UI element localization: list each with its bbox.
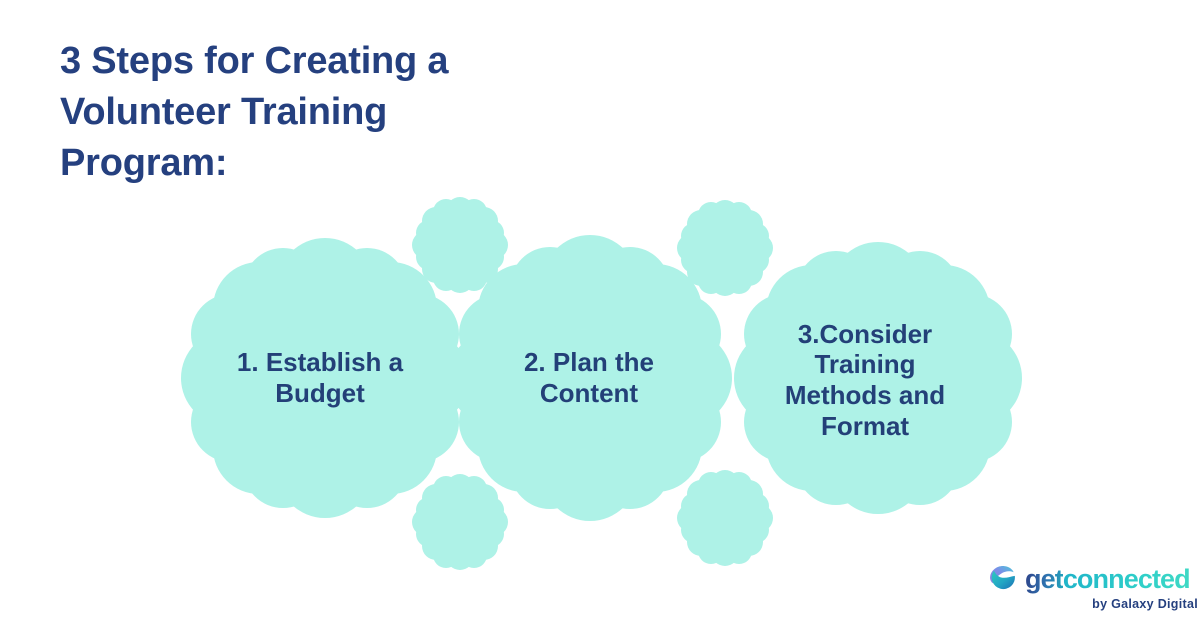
page-title: 3 Steps for Creating a Volunteer Trainin… xyxy=(60,40,449,184)
logo-word-connected: connected xyxy=(1062,564,1191,594)
logo-word-get: get xyxy=(1025,564,1064,594)
large-blob-step-1 xyxy=(181,238,469,518)
small-blob-bottom-right xyxy=(677,470,773,566)
getconnected-leaf-icon xyxy=(988,564,1018,594)
large-blob-step-2 xyxy=(448,235,732,521)
step-label-2: 2. Plan the Content xyxy=(523,347,655,408)
step-label-3: 3.Consider Training Methods and Format xyxy=(784,318,946,441)
logo-tagline: by Galaxy Digital xyxy=(1092,597,1198,611)
small-blob-bottom-left xyxy=(412,474,508,570)
step-label-1: 1. Establish a Budget xyxy=(236,347,404,408)
large-blob-step-3 xyxy=(734,242,1022,514)
small-blob-top-right xyxy=(677,200,773,296)
small-blob-top-left xyxy=(412,197,508,293)
